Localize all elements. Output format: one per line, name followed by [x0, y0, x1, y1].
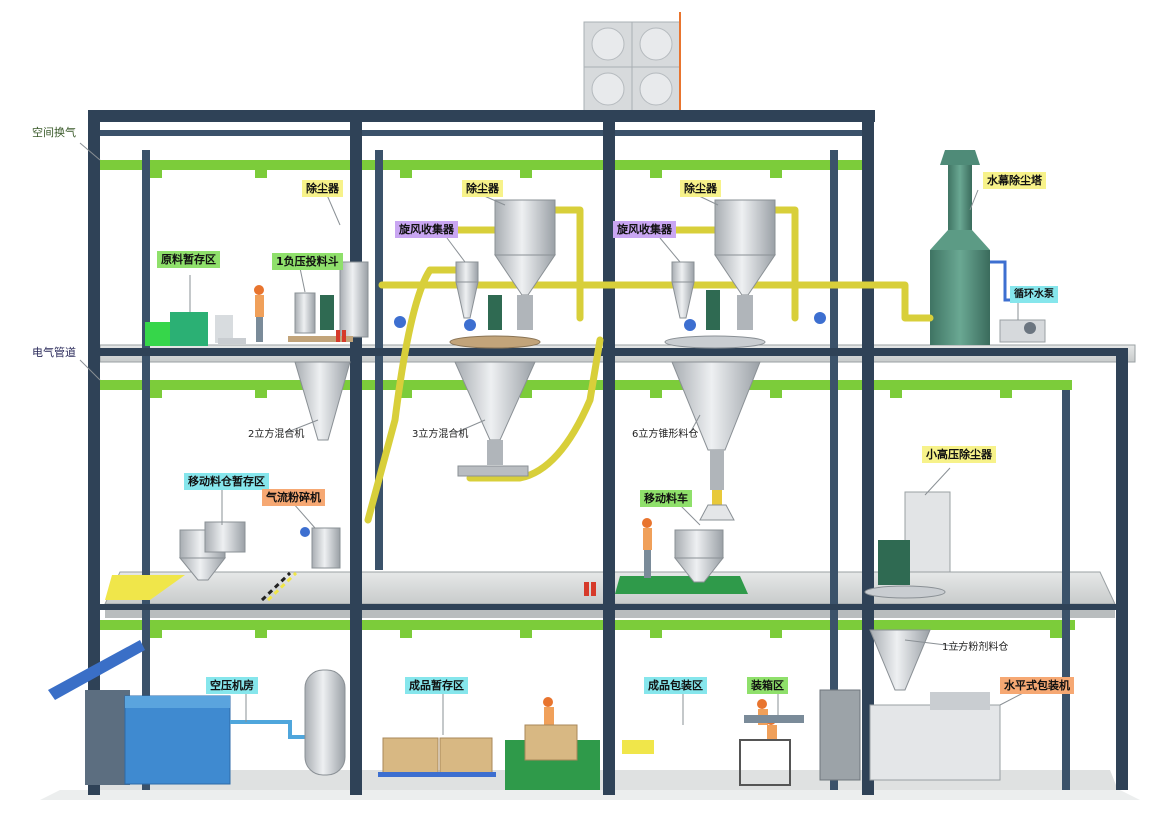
- cone-bin-6m3-label: 6立方锥形料仓: [632, 429, 699, 440]
- cone-bin-6m3: [671, 361, 761, 521]
- mobile-bins: [178, 521, 725, 583]
- finished-goods-packaging-label: 成品包装区: [644, 677, 707, 694]
- cyclone-collector-2: [671, 261, 695, 319]
- horizontal-packaging-machine-label: 水平式包装机: [1000, 677, 1074, 694]
- packaging-line: [622, 629, 1001, 786]
- small-hp-dust-collector-unit: [864, 491, 951, 599]
- jet-mill-unit: [300, 527, 341, 569]
- top-floor-platforms: [320, 290, 826, 349]
- cyclone-collector-label-2: 旋风收集器: [613, 221, 676, 238]
- mobile-bin-staging-label: 移动料仓暂存区: [184, 473, 269, 490]
- raw-material-staging-label: 原料暂存区: [157, 251, 220, 268]
- fire-extinguishers: [336, 330, 596, 596]
- raw-material-pallets: [145, 312, 246, 346]
- boxing-area-label: 装箱区: [747, 677, 788, 694]
- mixer-2m3-label: 2立方混合机: [248, 429, 305, 440]
- powder-bin-1m3-label: 1立方粉剂料仓: [942, 642, 1009, 653]
- green-beams: [92, 160, 1075, 638]
- dust-collector-label-1: 除尘器: [302, 180, 343, 197]
- mixer-2m3: [294, 361, 351, 441]
- pneumatic-pipes: [364, 206, 934, 524]
- dust-collector-label-3: 除尘器: [680, 180, 721, 197]
- finished-goods-staging-label: 成品暂存区: [405, 677, 468, 694]
- circulating-pump-label: 循环水泵: [1010, 286, 1058, 303]
- air-compressor-room: [48, 640, 346, 785]
- water-dust-tower-label: 水幕除尘塔: [983, 172, 1046, 189]
- water-dust-tower: [930, 150, 1046, 345]
- finished-goods-boxes: [378, 724, 578, 777]
- mobile-bin-cart-label: 移动料车: [640, 490, 692, 507]
- mixer-3m3-label: 3立方混合机: [412, 429, 469, 440]
- safety-zone: [105, 571, 298, 602]
- jet-mill-label: 气流粉碎机: [262, 489, 325, 506]
- leader-lines: [79, 142, 1026, 735]
- cyclone-collector-1: [455, 261, 479, 319]
- dust-collector-unit-1: [494, 199, 556, 330]
- dust-collector-label-2: 除尘器: [462, 180, 503, 197]
- air-compressor-room-label: 空压机房: [206, 677, 258, 694]
- cyclone-collector-label-1: 旋风收集器: [395, 221, 458, 238]
- space-ventilation-label: 空间换气: [32, 126, 76, 139]
- hopper-station: [288, 261, 369, 342]
- mixer-3m3: [454, 361, 536, 477]
- negative-pressure-hopper-label: 1负压投料斗: [272, 253, 343, 270]
- roof-water-tank: [583, 12, 681, 113]
- dust-collector-unit-2: [714, 199, 776, 330]
- electrical-conduit-label: 电气管道: [32, 346, 76, 359]
- small-hp-dust-collector-label: 小高压除尘器: [922, 446, 996, 463]
- ground: [40, 790, 1140, 800]
